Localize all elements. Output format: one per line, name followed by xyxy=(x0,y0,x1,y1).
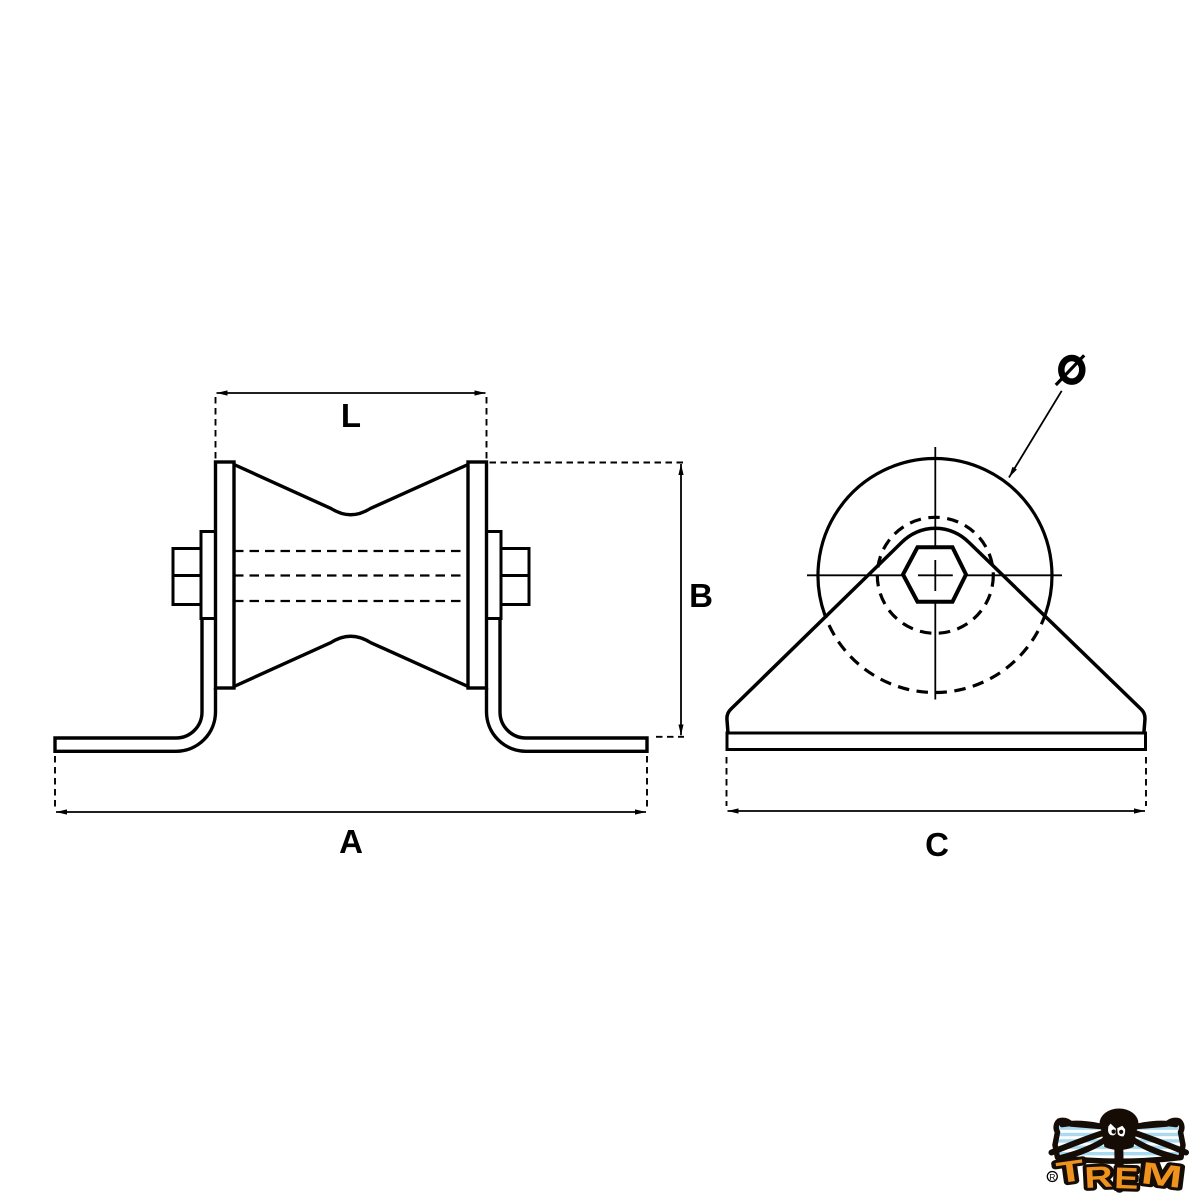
svg-text:E: E xyxy=(1114,1162,1139,1196)
svg-text:L: L xyxy=(341,397,361,434)
svg-text:A: A xyxy=(339,823,363,860)
svg-text:B: B xyxy=(689,577,713,614)
svg-text:M: M xyxy=(1139,1155,1184,1194)
svg-text:C: C xyxy=(925,826,949,863)
svg-text:R: R xyxy=(1084,1161,1114,1195)
svg-text:T: T xyxy=(1054,1153,1086,1190)
svg-text:R: R xyxy=(1049,1172,1055,1182)
